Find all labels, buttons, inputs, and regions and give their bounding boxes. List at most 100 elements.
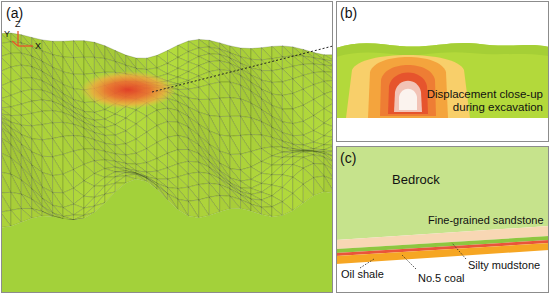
mesh-triangle [314, 64, 324, 73]
mesh-triangle [220, 70, 230, 82]
mesh-triangle [84, 41, 94, 58]
mesh-triangle [63, 57, 73, 74]
mesh-triangle [282, 82, 292, 96]
mesh-triangle [209, 47, 219, 54]
mesh-triangle [230, 196, 240, 208]
mesh-triangle [126, 153, 136, 164]
mesh-triangle [74, 124, 84, 137]
mesh-triangle [282, 109, 292, 124]
mesh-triangle [168, 108, 178, 122]
mesh-triangle [84, 137, 94, 149]
mesh-triangle [293, 135, 303, 145]
mesh-triangle [261, 175, 271, 185]
mesh-triangle [272, 69, 282, 82]
mesh-triangle [272, 137, 282, 147]
mesh-triangle [220, 82, 230, 98]
mesh-triangle [220, 98, 230, 117]
mesh-triangle [293, 150, 303, 151]
mesh-triangle [1, 172, 11, 192]
mesh-triangle [251, 118, 261, 135]
mesh-triangle [53, 123, 63, 139]
mesh-triangle [230, 82, 240, 99]
mesh-triangle [272, 82, 282, 95]
mesh-triangle [199, 162, 209, 173]
mesh-triangle [42, 100, 52, 111]
mesh-triangle [32, 78, 42, 90]
mesh-triangle [261, 200, 271, 207]
layer-label: Oil shale [341, 268, 384, 281]
leader-line [452, 243, 466, 259]
terrain-panel-a [1, 1, 333, 293]
mesh-triangle [188, 187, 198, 201]
mesh-triangle [168, 122, 178, 138]
mesh-triangle [42, 140, 52, 157]
mesh-triangle [168, 177, 178, 189]
mesh-triangle [53, 157, 63, 176]
mesh-triangle [272, 165, 282, 175]
mesh-triangle [11, 42, 21, 53]
mesh-triangle [314, 155, 324, 164]
mesh-triangle [261, 60, 271, 71]
mesh-triangle [32, 126, 42, 140]
mesh-triangle [84, 102, 94, 113]
mesh-triangle [105, 172, 115, 177]
mesh-triangle [21, 65, 31, 78]
mesh-triangle [282, 109, 292, 124]
strata-panel-c [336, 146, 549, 269]
mesh-triangle [21, 115, 31, 126]
mesh-triangle [84, 186, 94, 197]
mesh-triangle [324, 146, 333, 152]
mesh-triangle [1, 193, 11, 212]
mesh-triangle [168, 108, 178, 122]
mesh-triangle [63, 41, 73, 57]
axis-triad [12, 31, 33, 46]
axis-label: Z [15, 19, 21, 29]
mesh-triangle [230, 98, 240, 117]
contour-2 [368, 57, 448, 118]
mesh-triangle [42, 206, 52, 216]
axis-label: X [35, 41, 41, 51]
mesh-triangle [241, 135, 251, 154]
mesh-triangle [147, 58, 157, 69]
leader-line [360, 259, 374, 268]
mesh-triangle [293, 109, 303, 124]
mesh-triangle [324, 176, 333, 193]
closeup-panel-b [336, 43, 549, 118]
mesh-triangle [220, 117, 230, 137]
mesh-triangle [115, 176, 125, 183]
mesh-triangle [314, 155, 324, 164]
mesh-triangle [241, 116, 251, 134]
layer-label: Bedrock [392, 173, 440, 188]
mesh-triangle [261, 165, 271, 175]
mesh-triangle [168, 179, 178, 188]
mesh-triangle [21, 53, 31, 67]
mesh-triangle [115, 135, 125, 145]
mesh-triangle [11, 104, 21, 115]
ground-section [336, 43, 549, 118]
mesh-triangle [282, 95, 292, 109]
mesh-triangle [324, 72, 333, 81]
terrain-mesh [1, 33, 333, 293]
mesh-triangle [230, 136, 240, 154]
mesh-triangle [63, 113, 73, 125]
mesh-triangle [209, 99, 219, 116]
mesh-triangle [251, 49, 261, 60]
mesh-triangle [42, 138, 52, 156]
x-axis [18, 45, 33, 46]
mesh-triangle [53, 176, 63, 193]
mesh-triangle [105, 59, 115, 73]
mesh-triangle [11, 42, 21, 54]
mesh-triangle [188, 201, 198, 217]
mesh-triangle [42, 111, 52, 124]
mesh-triangle [178, 135, 188, 149]
mesh-triangle [63, 113, 73, 125]
panel-letter: (a) [6, 5, 23, 21]
mesh-triangle [220, 98, 230, 116]
mesh-triangle [220, 116, 230, 136]
layer-label: No.5 coal [418, 272, 464, 285]
mesh-triangle [126, 155, 136, 164]
mesh-triangle [209, 174, 219, 185]
mesh-triangle [105, 128, 115, 136]
mesh-triangle [209, 54, 219, 62]
mesh-triangle [324, 72, 333, 82]
